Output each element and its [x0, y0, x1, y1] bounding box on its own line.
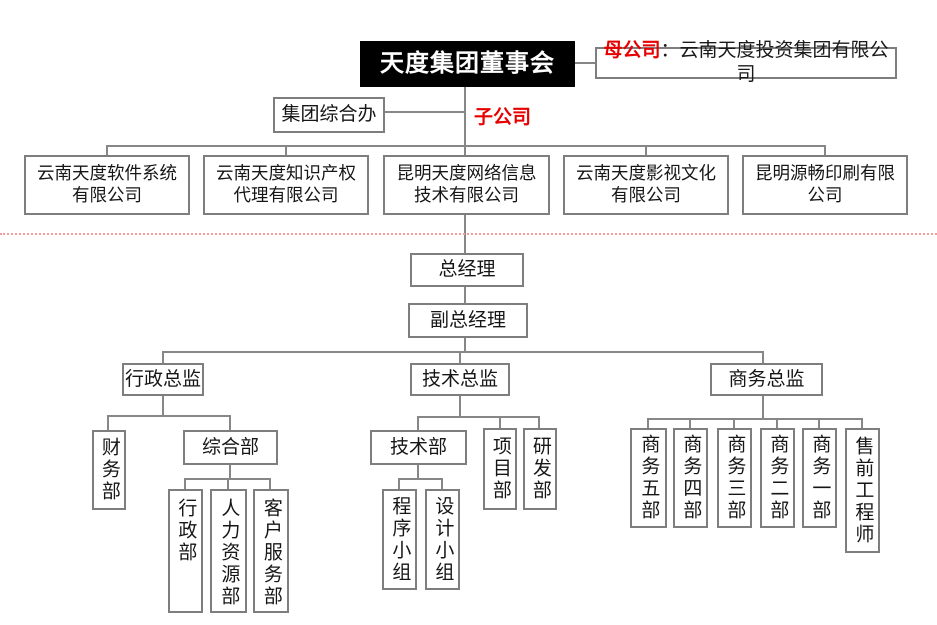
subsidiary-name-line: 有限公司	[611, 185, 681, 205]
connector-line	[385, 111, 465, 113]
connector-line	[417, 416, 540, 418]
subsidiary-name-line: 技术有限公司	[414, 185, 519, 205]
connector-line	[269, 478, 271, 489]
rnd-dept-box: 研发部	[523, 428, 557, 510]
admin-director-box: 行政总监	[122, 363, 204, 396]
connector-line	[106, 145, 826, 147]
connector-line	[499, 416, 501, 428]
subsidiary-name-line: 云南天度软件系统	[37, 163, 177, 184]
business-dept4-box: 商务四部	[673, 428, 708, 528]
tech-dept-box: 技术部	[370, 430, 467, 465]
connector-line	[464, 87, 466, 145]
connector-line	[162, 396, 164, 415]
connector-line	[464, 287, 466, 303]
connector-line	[107, 415, 109, 430]
finance-dept-box: 财务部	[92, 430, 126, 510]
business-dept3-box: 商务三部	[717, 428, 752, 528]
connector-line	[818, 418, 820, 428]
connector-line	[861, 418, 863, 428]
divider-dotted-line	[0, 233, 937, 235]
connector-line	[162, 351, 164, 363]
connector-line	[162, 351, 764, 353]
program-team-box: 程序小组	[382, 489, 417, 590]
tech-director-box: 技术总监	[410, 363, 510, 396]
connector-line	[762, 351, 764, 363]
connector-line	[647, 418, 862, 420]
connector-line	[285, 145, 287, 155]
subsidiary-box-film-culture: 云南天度影视文化 有限公司	[563, 155, 729, 215]
connector-line	[733, 418, 735, 428]
hr-dept-box: 人力资源部	[210, 489, 247, 613]
general-manager-box: 总经理	[410, 253, 524, 287]
connector-line	[824, 145, 826, 155]
connector-line	[762, 396, 764, 418]
connector-line	[398, 478, 400, 489]
business-dept2-box: 商务二部	[760, 428, 795, 528]
connector-line	[417, 416, 419, 430]
connector-line	[776, 418, 778, 428]
project-dept-box: 项目部	[483, 428, 517, 510]
business-dept5-box: 商务五部	[630, 428, 667, 528]
subsidiary-box-software: 云南天度软件系统 有限公司	[24, 155, 190, 215]
subsidiary-box-printing: 昆明源畅印刷有限 公司	[742, 155, 908, 215]
group-office-box: 集团综合办	[273, 97, 385, 133]
subsidiary-name-line: 有限公司	[72, 185, 142, 205]
connector-line	[459, 351, 461, 363]
connector-line	[645, 145, 647, 155]
business-dept1-box: 商务一部	[802, 428, 837, 528]
subsidiary-name-line: 云南天度影视文化	[576, 163, 716, 184]
connector-line	[464, 145, 466, 155]
customer-service-dept-box: 客户服务部	[253, 489, 289, 613]
deputy-general-manager-box: 副总经理	[408, 303, 528, 338]
subsidiary-name-line: 云南天度知识产权	[216, 163, 356, 184]
subsidiary-name-line: 代理有限公司	[233, 185, 339, 205]
business-director-box: 商务总监	[710, 363, 823, 396]
subsidiary-label: 子公司	[474, 107, 532, 128]
connector-line	[689, 418, 691, 428]
connector-line	[441, 478, 443, 489]
parent-company-name: ：云南天度投资集团有限公司	[660, 40, 889, 85]
connector-line	[538, 416, 540, 428]
connector-line	[184, 478, 186, 489]
connector-line	[398, 478, 443, 480]
presales-engineer-box: 售前工程师	[845, 428, 880, 553]
connector-line	[464, 338, 466, 351]
connector-line	[575, 62, 595, 64]
general-dept-box: 综合部	[183, 430, 278, 465]
subsidiary-box-ip-agency: 云南天度知识产权 代理有限公司	[203, 155, 369, 215]
subsidiary-box-network-info: 昆明天度网络信息 技术有限公司	[383, 155, 550, 215]
parent-company-box: 母公司：云南天度投资集团有限公司	[595, 40, 897, 85]
subsidiary-name-line: 昆明源畅印刷有限	[755, 163, 895, 184]
subsidiary-name-line: 昆明天度网络信息	[396, 163, 537, 184]
board-box: 天度集团董事会	[360, 41, 575, 87]
design-team-box: 设计小组	[425, 489, 460, 590]
connector-line	[107, 415, 231, 417]
admin-dept-box: 行政部	[168, 489, 203, 613]
parent-company-label: 母公司	[603, 40, 661, 62]
connector-line	[227, 478, 229, 489]
connector-line	[417, 465, 419, 478]
connector-line	[106, 145, 108, 155]
subsidiary-name-line: 公司	[807, 185, 843, 205]
connector-line	[459, 396, 461, 416]
connector-line	[229, 415, 231, 430]
connector-line	[647, 418, 649, 428]
connector-line	[229, 465, 231, 478]
